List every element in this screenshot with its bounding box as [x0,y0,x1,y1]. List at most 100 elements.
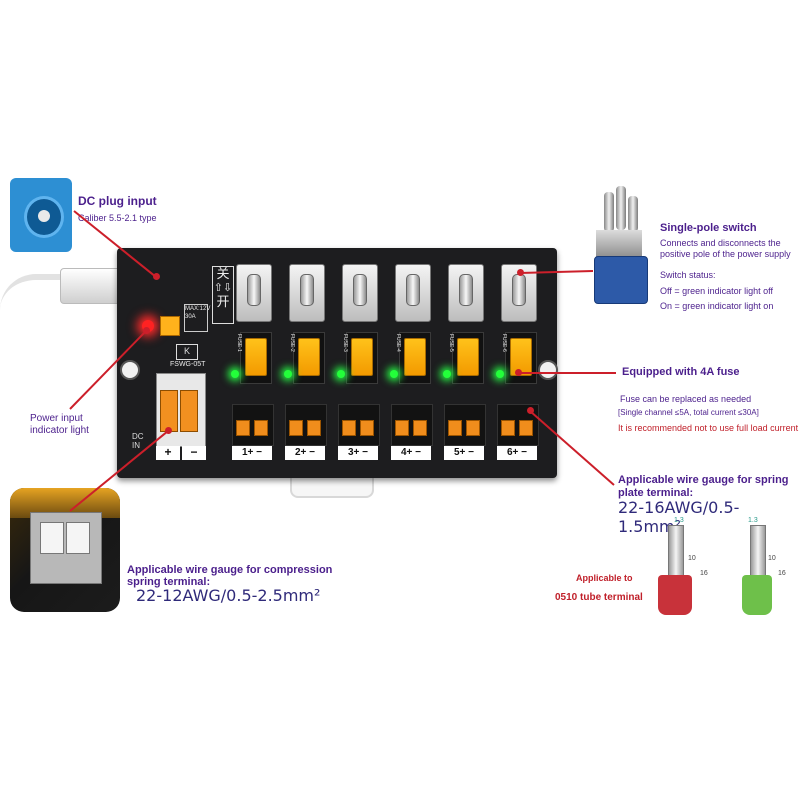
red-dim-total: 16 [700,570,708,577]
compression-terminal-photo [10,488,120,612]
terminal-lever-plus-5[interactable] [448,420,462,436]
fuse-6[interactable] [510,338,532,376]
dc-cable [0,274,70,310]
arrow-fuse-tip [515,369,522,376]
terminal-lever-plus-1[interactable] [236,420,250,436]
on-label: 开 [216,294,230,309]
terminal-label-2: 2+ − [285,446,325,460]
fuse-label-4: FUSE-4 [395,334,401,352]
terminal-label-5: 5+ − [444,446,484,460]
mount-hole-right [538,360,558,380]
toggle-switch-1[interactable] [247,274,261,306]
switch-status-off: Off = green indicator light off [660,286,773,296]
toggle-switch-3[interactable] [353,274,367,306]
ferrule-red-sleeve [668,525,684,579]
ferrule-red [658,525,702,617]
spring-plate-title-2: plate terminal: [618,487,694,499]
dc-plug-title: DC plug input [78,194,157,208]
arrow-compression-tip [165,427,172,434]
toggle-switch-5[interactable] [459,274,473,306]
fuse-label-6: FUSE-6 [501,334,507,352]
fuse-title: Equipped with 4A fuse [622,366,740,378]
dc-plug-subtitle: Caliber 5.5-2.1 type [78,213,157,223]
compression-title-1: Applicable wire gauge for compression [127,564,333,576]
dc-jack-photo [10,178,72,252]
terminal-lever-plus-4[interactable] [395,420,409,436]
compression-lever-right[interactable] [180,390,198,432]
power-indicator-lamp [160,316,180,336]
ferrule-green-collar [742,575,772,615]
terminal-label-4: 4+ − [391,446,431,460]
terminal-lever-minus-3[interactable] [360,420,374,436]
toggle-switch-2[interactable] [300,274,314,306]
fuse-1[interactable] [245,338,267,376]
red-dim-width: 1.3 [674,517,684,524]
compression-title-2: spring terminal: [127,576,211,588]
green-dim-inner: 10 [768,555,776,562]
red-dim-inner: 10 [688,555,696,562]
switch-desc-line1: Connects and disconnects the [660,238,781,248]
arrow-power-led-tip [143,327,150,334]
fuse-warning-text: It is recommended not to use full load c… [618,423,799,433]
dc-jack-socket [24,196,64,238]
fuse-5[interactable] [457,338,479,376]
channel-led-4 [390,370,398,378]
toggle-switch-photo [588,186,652,314]
dc-in-minus: − [182,446,206,460]
mount-hole-left [120,360,140,380]
power-indicator-label-1: Power input [30,413,83,424]
brand-logo: K [176,344,198,360]
terminal-label-6: 6+ − [497,446,537,460]
arrow-switch-tip [517,269,524,276]
terminal-lever-minus-6[interactable] [519,420,533,436]
on-off-legend: 关 ⇧⇩ 开 [212,266,234,324]
arrow-dc-plug-tip [153,273,160,280]
arrow-spring-plate-tip [527,407,534,414]
compression-gauge: 22-12AWG/0.5-2.5mm² [136,586,321,605]
terminal-label-1: 1+ − [232,446,272,460]
fuse-label-3: FUSE-3 [342,334,348,352]
model-label: FSWG-05T [170,361,206,368]
off-label: 关 [216,266,230,281]
fuse-4[interactable] [404,338,426,376]
channel-led-5 [443,370,451,378]
arrow-fuse [518,372,616,374]
fuse-3[interactable] [351,338,373,376]
fuse-replace-text: Fuse can be replaced as needed [620,394,752,404]
ferrule-red-collar [658,575,692,615]
toggle-switch-6[interactable] [512,274,526,306]
switch-desc-line2: positive pole of the power supply [660,249,791,259]
terminal-lever-plus-3[interactable] [342,420,356,436]
channel-led-3 [337,370,345,378]
fuse-limits-text: [Single channel ≤5A, total current ≤30A] [618,408,759,417]
green-dim-width: 1.3 [748,517,758,524]
terminal-lever-minus-5[interactable] [466,420,480,436]
terminal-label-3: 3+ − [338,446,378,460]
channel-led-2 [284,370,292,378]
compression-lever-left[interactable] [160,390,178,432]
fuse-label-5: FUSE-5 [448,334,454,352]
spring-plate-gauge: 22-16AWG/0.5-1.5mm² [618,498,740,536]
power-indicator-label-2: indicator light [30,425,89,436]
rating-box: MAX:12V 30A [184,304,210,332]
channel-led-6 [496,370,504,378]
fuse-label-2: FUSE-2 [289,334,295,352]
terminal-lever-minus-2[interactable] [307,420,321,436]
switch-status-on: On = green indicator light on [660,301,774,311]
terminal-lever-plus-2[interactable] [289,420,303,436]
ferrule-green [742,525,788,617]
fuse-label-1: FUSE-1 [236,334,242,352]
fuse-2[interactable] [298,338,320,376]
ferrule-green-sleeve [750,525,766,579]
terminal-lever-minus-4[interactable] [413,420,427,436]
switch-status-title: Switch status: [660,270,716,280]
green-dim-total: 16 [778,570,786,577]
switch-title: Single-pole switch [660,222,757,234]
terminal-lever-plus-6[interactable] [501,420,515,436]
direction-arrows: ⇧⇩ [213,282,233,294]
dc-in-label: DC IN [132,432,144,450]
toggle-switch-4[interactable] [406,274,420,306]
spring-plate-title-1: Applicable wire gauge for spring [618,474,789,486]
terminal-lever-minus-1[interactable] [254,420,268,436]
channel-led-1 [231,370,239,378]
